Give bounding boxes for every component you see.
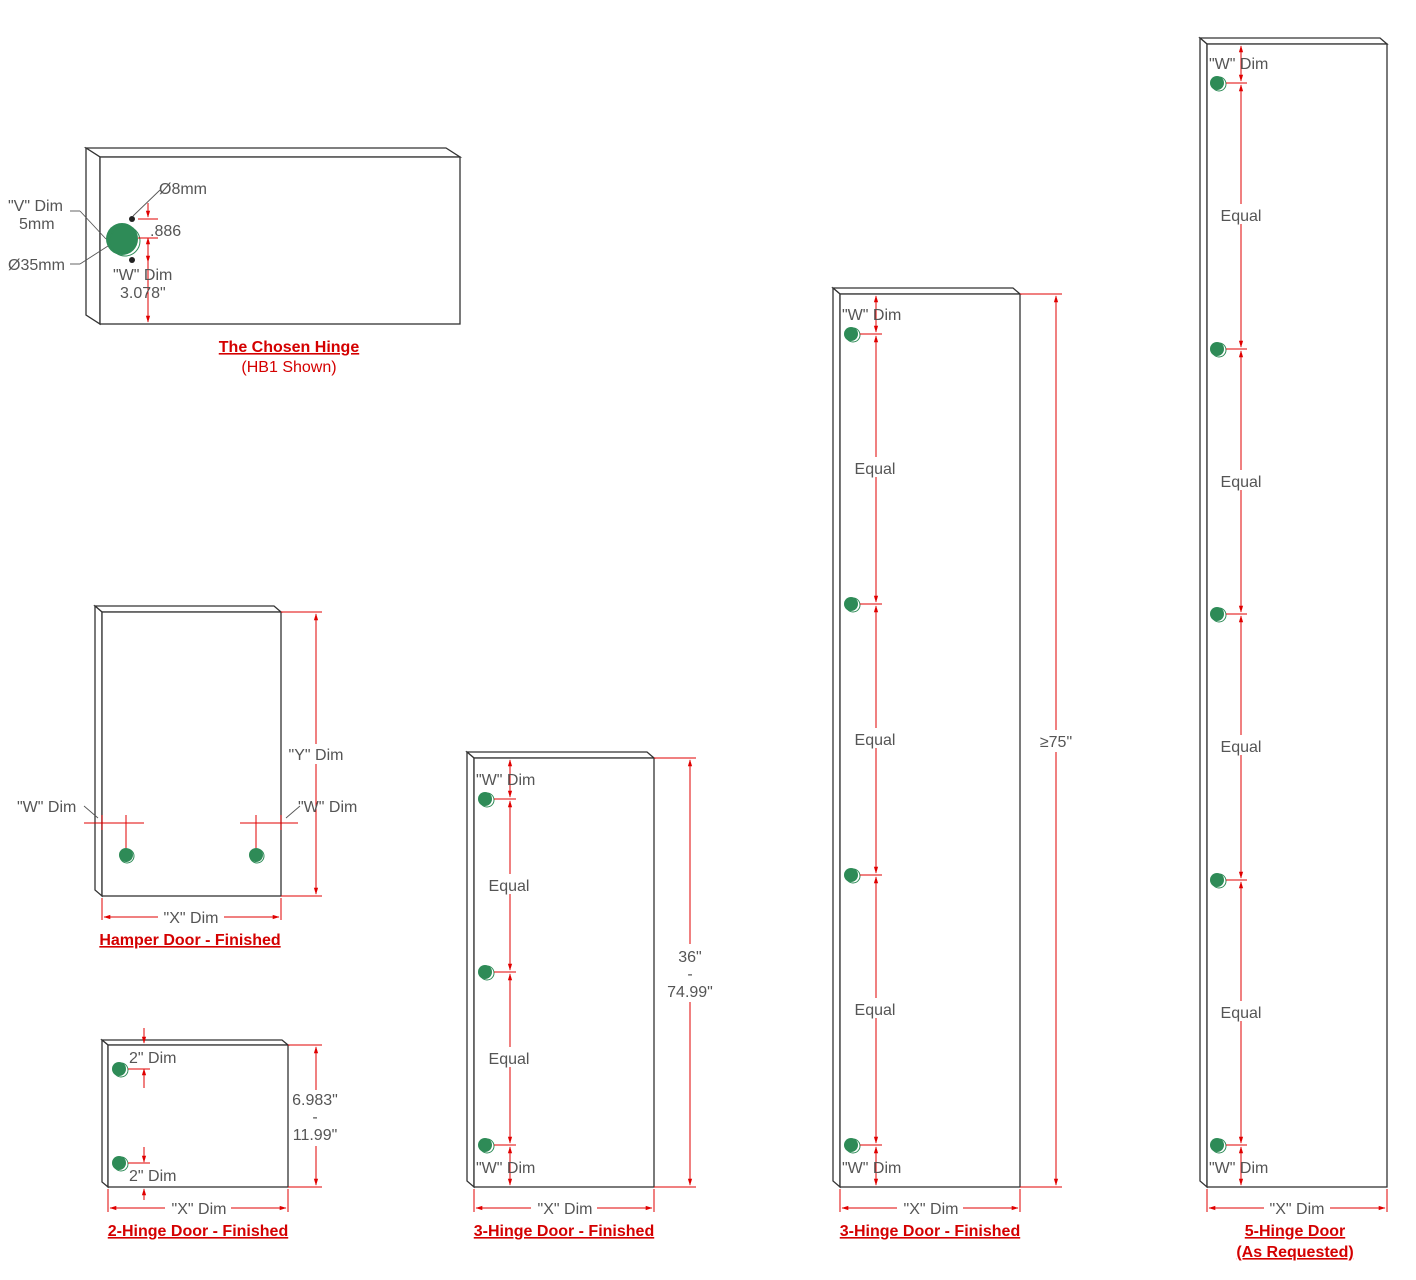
- hamper-title: Hamper Door - Finished: [99, 932, 280, 949]
- hamper-w-right-label: "W" Dim: [298, 799, 357, 816]
- five-hinge-equal-3: Equal: [1221, 739, 1262, 756]
- three-hinge-door-a: "W" Dim Equal Equal "W" Dim 36" - 74.99"…: [465, 750, 720, 1240]
- five-hinge-w-bottom-label: "W" Dim: [1209, 1160, 1268, 1177]
- three-hinge-door-b: "W" Dim Equal Equal Equal "W" Dim ≥75" "…: [831, 286, 1080, 1240]
- pin-spacing-label: .886: [150, 223, 181, 240]
- hinge-cup-ring: [109, 225, 141, 257]
- hinge-cup-icon: [106, 223, 138, 255]
- hinge-pin-bottom: [129, 257, 135, 263]
- two-hinge-title: 2-Hinge Door - Finished: [108, 1223, 288, 1240]
- two-hinge-door: 2" Dim 2" Dim 6.983" - 11.99" "X" Dim 2-…: [100, 1028, 342, 1240]
- three-hinge-a-height-max: 74.99": [667, 984, 713, 1001]
- pin-diameter-label: Ø8mm: [159, 181, 207, 198]
- hinge-pin-top: [129, 216, 135, 222]
- hinge-subtitle: (HB1 Shown): [241, 359, 336, 376]
- five-hinge-x-dim-label: "X" Dim: [1270, 1201, 1325, 1218]
- three-hinge-a-title: 3-Hinge Door - Finished: [474, 1223, 654, 1240]
- three-hinge-a-w-top-label: "W" Dim: [476, 772, 535, 789]
- two-hinge-x-dim-label: "X" Dim: [172, 1201, 227, 1218]
- five-hinge-door-face: [1206, 43, 1388, 1188]
- two-hinge-height-sep: -: [312, 1109, 317, 1126]
- five-hinge-subtitle: (As Requested): [1236, 1244, 1353, 1261]
- three-hinge-a-height-min: 36": [678, 949, 701, 966]
- three-hinge-a-w-bottom-label: "W" Dim: [476, 1160, 535, 1177]
- hinge-panel-top-edge: [83, 147, 463, 158]
- v-dim-value: 5mm: [19, 216, 55, 233]
- three-hinge-b-x-dim-label: "X" Dim: [904, 1201, 959, 1218]
- three-hinge-b-equal-1: Equal: [855, 461, 896, 478]
- w-dim-value: 3.078": [120, 285, 166, 302]
- hinge-detail: "V" Dim 5mm Ø35mm Ø8mm .886 "W" Dim 3.07…: [8, 146, 463, 376]
- three-hinge-b-title: 3-Hinge Door - Finished: [840, 1223, 1020, 1240]
- hamper-door-face: [101, 611, 282, 897]
- three-hinge-b-w-bottom-label: "W" Dim: [842, 1160, 901, 1177]
- two-hinge-height-max: 11.99": [293, 1127, 338, 1144]
- hinge-title: The Chosen Hinge: [219, 339, 360, 356]
- three-hinge-a-x-dim-label: "X" Dim: [538, 1201, 593, 1218]
- five-hinge-door: "W" Dim Equal Equal Equal Equal "W" Dim …: [1198, 36, 1389, 1261]
- w-dim-label: "W" Dim: [113, 267, 172, 284]
- three-hinge-b-equal-3: Equal: [855, 1002, 896, 1019]
- hamper-y-dim-label: "Y" Dim: [289, 747, 344, 764]
- v-dim-label: "V" Dim: [8, 198, 63, 215]
- hamper-w-left-label: "W" Dim: [17, 799, 76, 816]
- cup-diameter-label: Ø35mm: [8, 257, 65, 274]
- hamper-hinge-right: [249, 848, 263, 862]
- three-hinge-a-height-sep: -: [687, 966, 692, 983]
- two-hinge-bottom-dim-label: 2" Dim: [129, 1168, 176, 1185]
- hamper-hinge-left: [119, 848, 133, 862]
- hinge-panel-face: [99, 156, 461, 325]
- hamper-x-dim-label: "X" Dim: [164, 910, 219, 927]
- three-hinge-b-w-top-label: "W" Dim: [842, 307, 901, 324]
- two-hinge-height-min: 6.983": [292, 1092, 338, 1109]
- three-hinge-b-height-label: ≥75": [1040, 734, 1072, 751]
- three-hinge-a-equal-1: Equal: [489, 878, 530, 895]
- three-hinge-a-equal-2: Equal: [489, 1051, 530, 1068]
- five-hinge-equal-4: Equal: [1221, 1005, 1262, 1022]
- three-hinge-b-equal-2: Equal: [855, 732, 896, 749]
- five-hinge-equal-2: Equal: [1221, 474, 1262, 491]
- five-hinge-equal-1: Equal: [1221, 208, 1262, 225]
- five-hinge-title: 5-Hinge Door: [1245, 1223, 1345, 1240]
- five-hinge-w-top-label: "W" Dim: [1209, 56, 1268, 73]
- two-hinge-top-dim-label: 2" Dim: [129, 1050, 176, 1067]
- hinge-panel-side-edge: [85, 146, 101, 326]
- hamper-door: "W" Dim "W" Dim "Y" Dim "X" Dim Hamper D…: [17, 604, 357, 949]
